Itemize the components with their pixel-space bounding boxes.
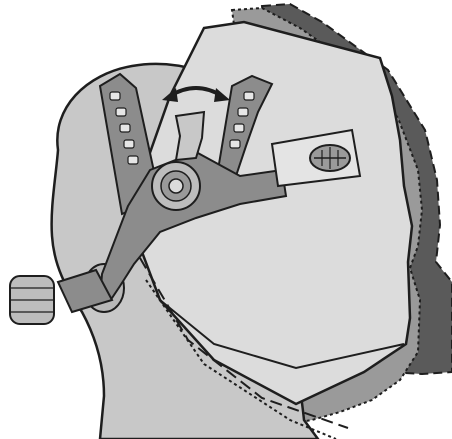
rear-ratchet-wheel-icon: [10, 276, 54, 324]
tilt-adjust-knob-icon: [310, 145, 350, 171]
ratchet-knob-icon: [152, 162, 200, 210]
